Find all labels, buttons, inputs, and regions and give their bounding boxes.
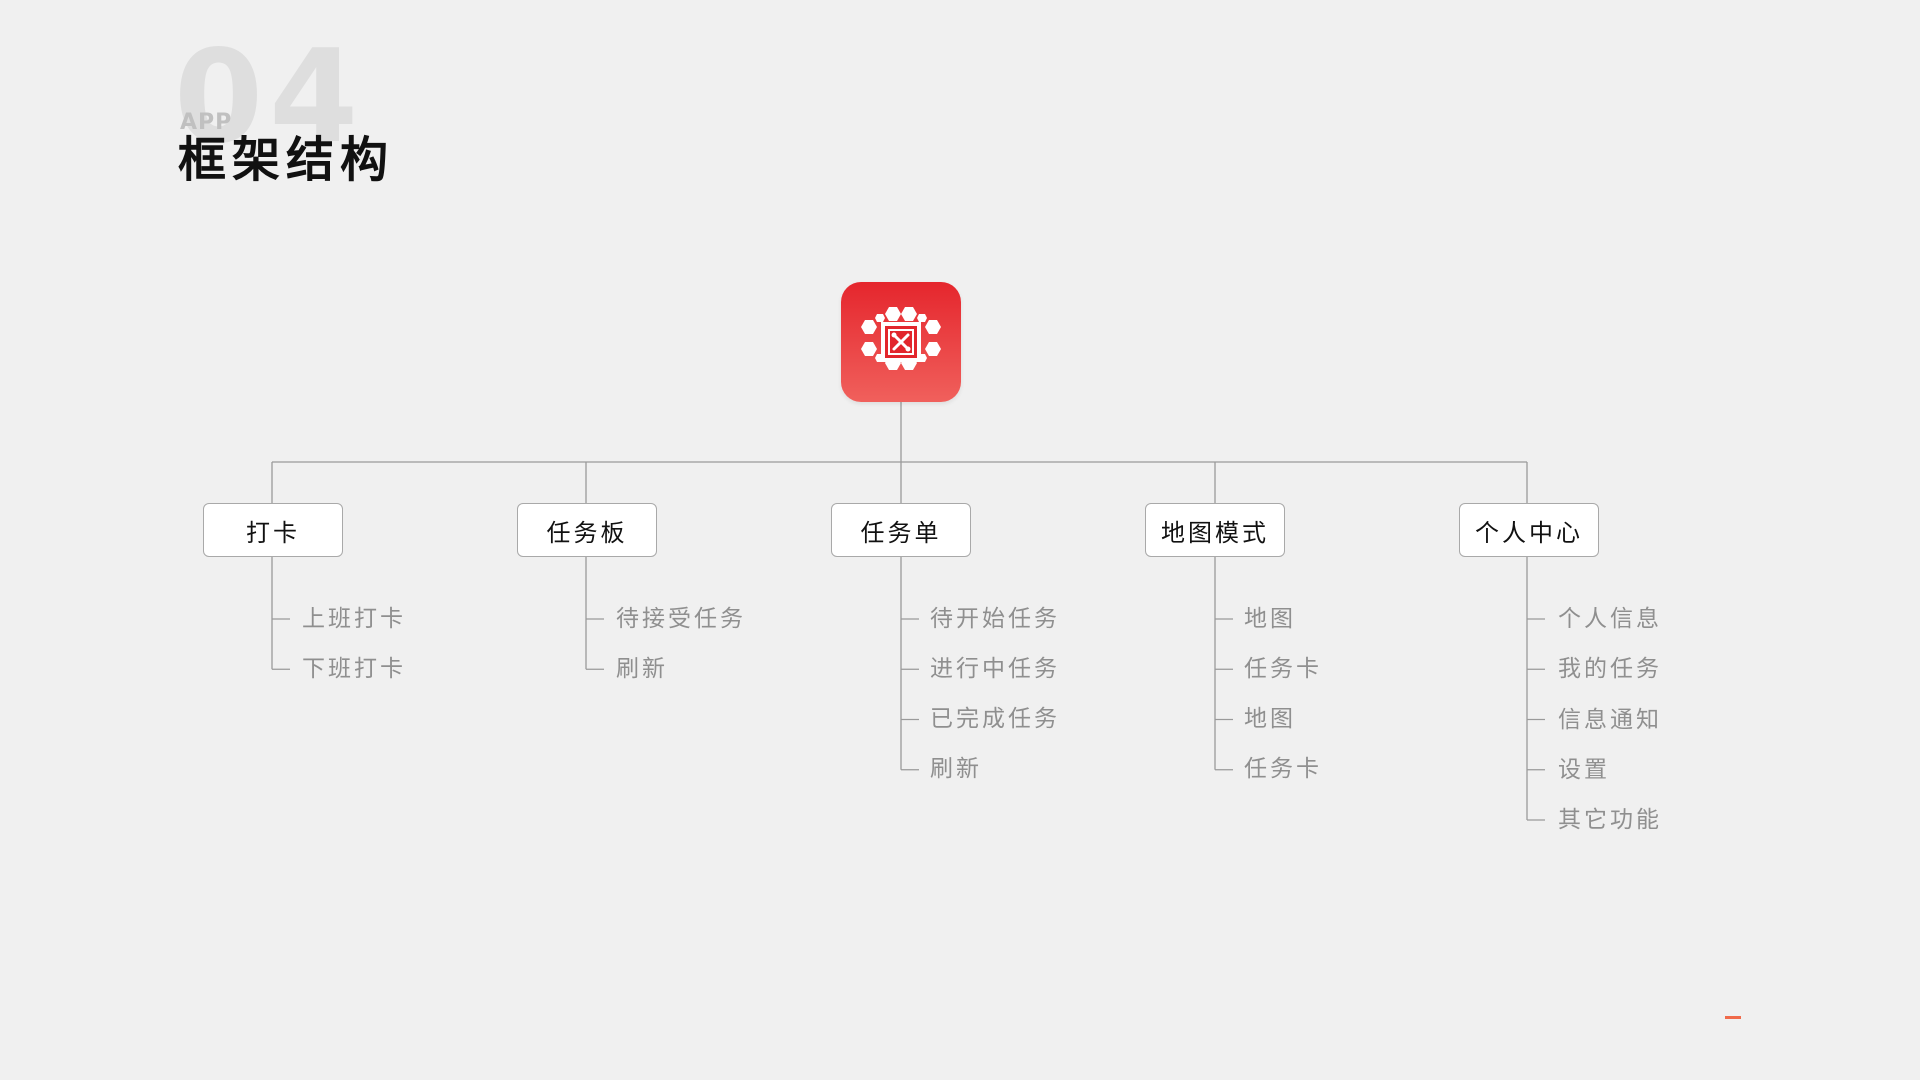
- node-task-list: 任务单: [831, 503, 971, 557]
- section-tag: APP: [180, 110, 233, 135]
- leaf-item: 上班打卡: [302, 606, 406, 632]
- leaf-item: 刷新: [616, 656, 668, 682]
- section-title: 框架结构: [178, 132, 395, 188]
- leaf-item: 待接受任务: [616, 606, 746, 632]
- leaf-item: 已完成任务: [930, 706, 1060, 732]
- page-indicator-mark: [1725, 1016, 1741, 1019]
- leaf-item: 下班打卡: [302, 656, 406, 682]
- leaf-item: 地图: [1244, 606, 1296, 632]
- node-checkin: 打卡: [203, 503, 343, 557]
- leaf-item: 设置: [1558, 757, 1610, 783]
- leaf-item: 地图: [1244, 706, 1296, 732]
- node-task-board: 任务板: [517, 503, 657, 557]
- node-personal-center: 个人中心: [1459, 503, 1599, 557]
- leaf-item: 我的任务: [1558, 656, 1662, 682]
- section-number: 04: [174, 23, 365, 172]
- leaf-item: 信息通知: [1558, 707, 1662, 733]
- leaf-item: 任务卡: [1244, 656, 1322, 682]
- leaf-item: 刷新: [930, 756, 982, 782]
- leaf-item: 待开始任务: [930, 606, 1060, 632]
- app-logo-icon: [841, 282, 961, 402]
- leaf-item: 其它功能: [1558, 807, 1662, 833]
- leaf-item: 任务卡: [1244, 756, 1322, 782]
- node-map-mode: 地图模式: [1145, 503, 1285, 557]
- honeycomb-tools-icon: [861, 307, 941, 370]
- leaf-item: 个人信息: [1558, 606, 1662, 632]
- leaf-item: 进行中任务: [930, 656, 1060, 682]
